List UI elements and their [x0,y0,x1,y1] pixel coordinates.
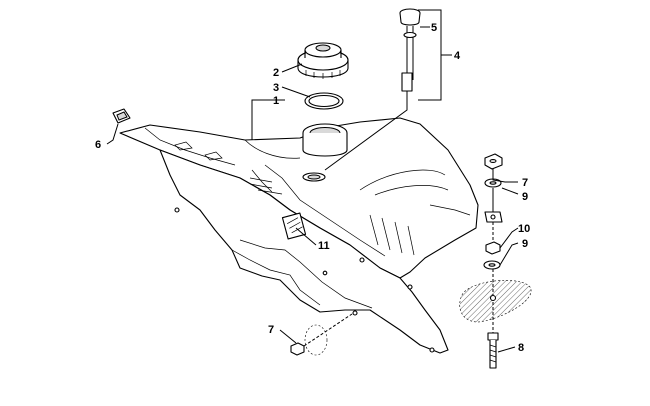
grommet [112,108,131,124]
callout-2: 2 [273,67,279,79]
mount-pad [459,280,532,323]
callout-9-upper: 9 [522,191,528,203]
nut-upper [484,153,503,170]
fuel-tank [119,117,503,354]
callout-1: 1 [273,95,279,107]
bolt-lower [487,332,499,369]
callout-5: 5 [431,22,437,34]
callout-9-lower: 9 [522,238,528,250]
callout-7-lower: 7 [268,324,274,336]
callout-8: 8 [518,342,524,354]
callout-10: 10 [518,223,530,235]
leader-lines [106,9,519,353]
callout-6: 6 [95,139,101,151]
gas-cap [297,42,349,79]
nut-lower-left [290,310,358,356]
callout-11: 11 [318,240,330,252]
fuel-sender [399,8,421,100]
callout-7-upper: 7 [522,177,528,189]
callout-4: 4 [454,50,461,62]
cap-gasket [304,92,344,110]
callouts: 1 2 3 4 5 6 7 7 8 9 9 10 11 [95,22,530,354]
washer-middle [483,260,501,270]
callout-3: 3 [273,82,279,94]
nut-middle [485,241,501,255]
